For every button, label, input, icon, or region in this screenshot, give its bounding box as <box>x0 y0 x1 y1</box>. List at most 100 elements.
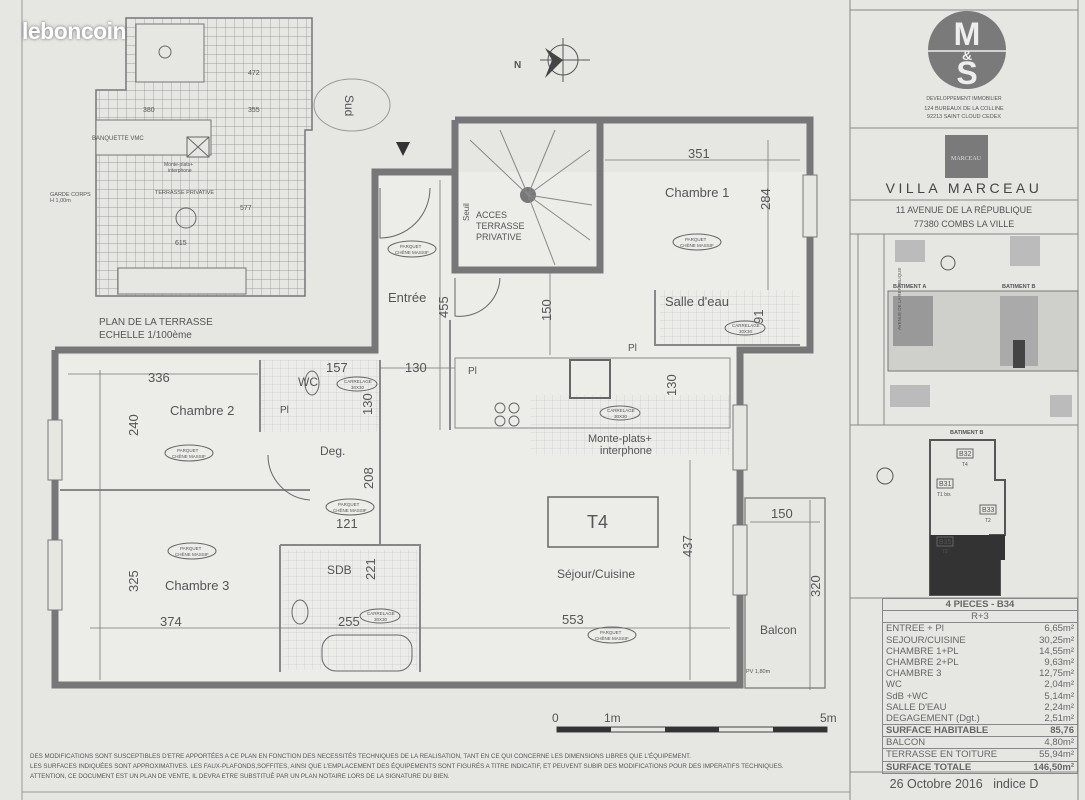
svg-text:S: S <box>956 55 977 91</box>
dimension: 130 <box>405 360 427 375</box>
floor-tag: PARQUET <box>400 244 422 249</box>
scale-5m: 5m <box>820 711 837 725</box>
room-label-deg: Deg. <box>320 444 345 458</box>
row-value: 85,76 <box>1050 725 1074 737</box>
room-label-sejour: Séjour/Cuisine <box>557 567 635 581</box>
row-label: ENTREE + Pl <box>886 623 944 635</box>
floor-tag: CHÊNE MASSIF <box>175 550 209 557</box>
note-line: LES SURFACES INDIQUÉES SONT APPROXIMATIV… <box>30 763 784 770</box>
room-label-acces: PRIVATIVE <box>476 232 522 242</box>
unit-type: T1 bis <box>937 492 951 498</box>
floor-tag: CHÊNE MASSIF <box>595 634 629 641</box>
north-compass-icon <box>540 38 590 82</box>
table-row: SdB +WC 5,14m² <box>883 691 1077 702</box>
row-label: SEJOUR/CUISINE <box>886 634 966 646</box>
project-name: VILLA MARCEAU <box>885 180 1043 196</box>
unit-type-label: T4 <box>587 512 608 532</box>
scale-zero: 0 <box>552 711 559 725</box>
dimension: 284 <box>758 188 773 210</box>
north-label: N <box>514 60 521 71</box>
revision-line: 26 Octobre 2016 indice D <box>850 777 1078 791</box>
handwritten-annotation-circle <box>313 78 391 132</box>
dimension: 320 <box>808 575 823 597</box>
apartment-plan <box>47 116 826 690</box>
dimension: 437 <box>680 535 695 557</box>
floor-tag: CARRELAGE <box>607 408 635 413</box>
terrace-dimension: 615 <box>175 240 187 247</box>
floor-tag: CHÊNE MASSIF <box>680 241 714 248</box>
unit-id: B33 <box>982 507 995 514</box>
table-row: SEJOUR/CUISINE 30,25m² <box>883 635 1077 646</box>
floor-tag: PARQUET <box>338 502 360 507</box>
row-value: 4,80m² <box>1044 737 1074 749</box>
room-label-balcon: Balcon <box>760 623 797 637</box>
row-label: SdB +WC <box>886 690 928 702</box>
entrance-arrow-icon <box>396 142 410 156</box>
terrace-label: TERRASSE PRIVATIVE <box>155 190 214 196</box>
row-value: 2,51m² <box>1044 712 1074 724</box>
room-label-chambre-1: Chambre 1 <box>665 185 729 200</box>
dimension: 208 <box>361 467 376 489</box>
table-row-habitable: SURFACE HABITABLE 85,76 <box>883 724 1077 738</box>
svg-text:MARCEAU: MARCEAU <box>951 156 982 162</box>
plan-revision: indice D <box>993 777 1039 791</box>
row-value: 146,50m² <box>1033 761 1074 773</box>
table-row: DEGAGEMENT (Dgt.)2,51m² <box>883 713 1077 724</box>
floor-tag: PARQUET <box>180 546 202 551</box>
terrace-dimension: 355 <box>248 107 260 114</box>
street-label: AVENUE DE LA REPUBLIQUE <box>897 268 902 330</box>
dimension: 121 <box>336 516 358 531</box>
table-row-total: SURFACE TOTALE 146,50m² <box>883 760 1077 773</box>
row-label: SURFACE TOTALE <box>886 761 972 773</box>
terrace-label: Monte-plats+ <box>164 162 193 168</box>
row-value: 2,04m² <box>1044 679 1074 691</box>
table-row: CHAMBRE 2+PL 9,63m² <box>883 657 1077 668</box>
terrace-label: interphone <box>168 168 192 174</box>
row-label: CHAMBRE 1+PL <box>886 645 959 657</box>
project-logo: MARCEAU <box>945 135 988 178</box>
row-label: CHAMBRE 2+PL <box>886 656 959 668</box>
row-value: 5,14m² <box>1044 690 1074 702</box>
row-label: SURFACE HABITABLE <box>886 725 989 737</box>
dimension: 91 <box>751 310 766 324</box>
room-label-entree: Entrée <box>388 290 426 305</box>
row-value: 2,24m² <box>1044 701 1074 713</box>
row-value: 30,25m² <box>1039 634 1074 646</box>
floor-tag: 30X30 <box>351 385 365 390</box>
room-label-acces: ACCES <box>476 210 507 220</box>
seuil-label: Seuil <box>462 203 471 221</box>
scale-1m: 1m <box>604 711 621 725</box>
row-value: 14,55m² <box>1039 645 1074 657</box>
dimension: 150 <box>539 299 554 321</box>
dimension: 255 <box>338 614 360 629</box>
plan-date: 26 Octobre 2016 <box>889 777 983 791</box>
dimension: 150 <box>771 506 793 521</box>
terrace-label: BANQUETTE VMC <box>92 136 144 142</box>
floor-tag: CARRELAGE <box>344 379 372 384</box>
terrace-plan <box>95 17 313 297</box>
building-units: B32 T4 B31 T1 bis B33 T2 B35 T2 <box>936 448 997 555</box>
floor-tag: 30X30 <box>739 329 753 334</box>
terrace-label: H 1,00m <box>50 198 71 204</box>
dimension: 130 <box>360 393 375 415</box>
row-value: 9,63m² <box>1044 656 1074 668</box>
room-label-salle-eau: Salle d'eau <box>665 294 729 309</box>
note-line: ATTENTION, CE DOCUMENT EST UN PLAN DE VE… <box>30 773 450 780</box>
svg-text:M: M <box>954 16 981 52</box>
floor-tag: PARQUET <box>685 237 707 242</box>
floor-tag: PARQUET <box>600 630 622 635</box>
project-address-1: 11 AVENUE DE LA RÉPUBLIQUE <box>895 205 1033 215</box>
floor-tag: CARRELAGE <box>732 323 760 328</box>
row-label: BALCON <box>886 737 926 749</box>
project-address-2: 77380 COMBS LA VILLE <box>913 219 1015 229</box>
dimension: 553 <box>562 612 584 627</box>
terrace-scale: ECHELLE 1/100ème <box>99 330 192 341</box>
site-label: BATIMENT A <box>893 284 926 290</box>
unit-id: B31 <box>939 481 952 488</box>
